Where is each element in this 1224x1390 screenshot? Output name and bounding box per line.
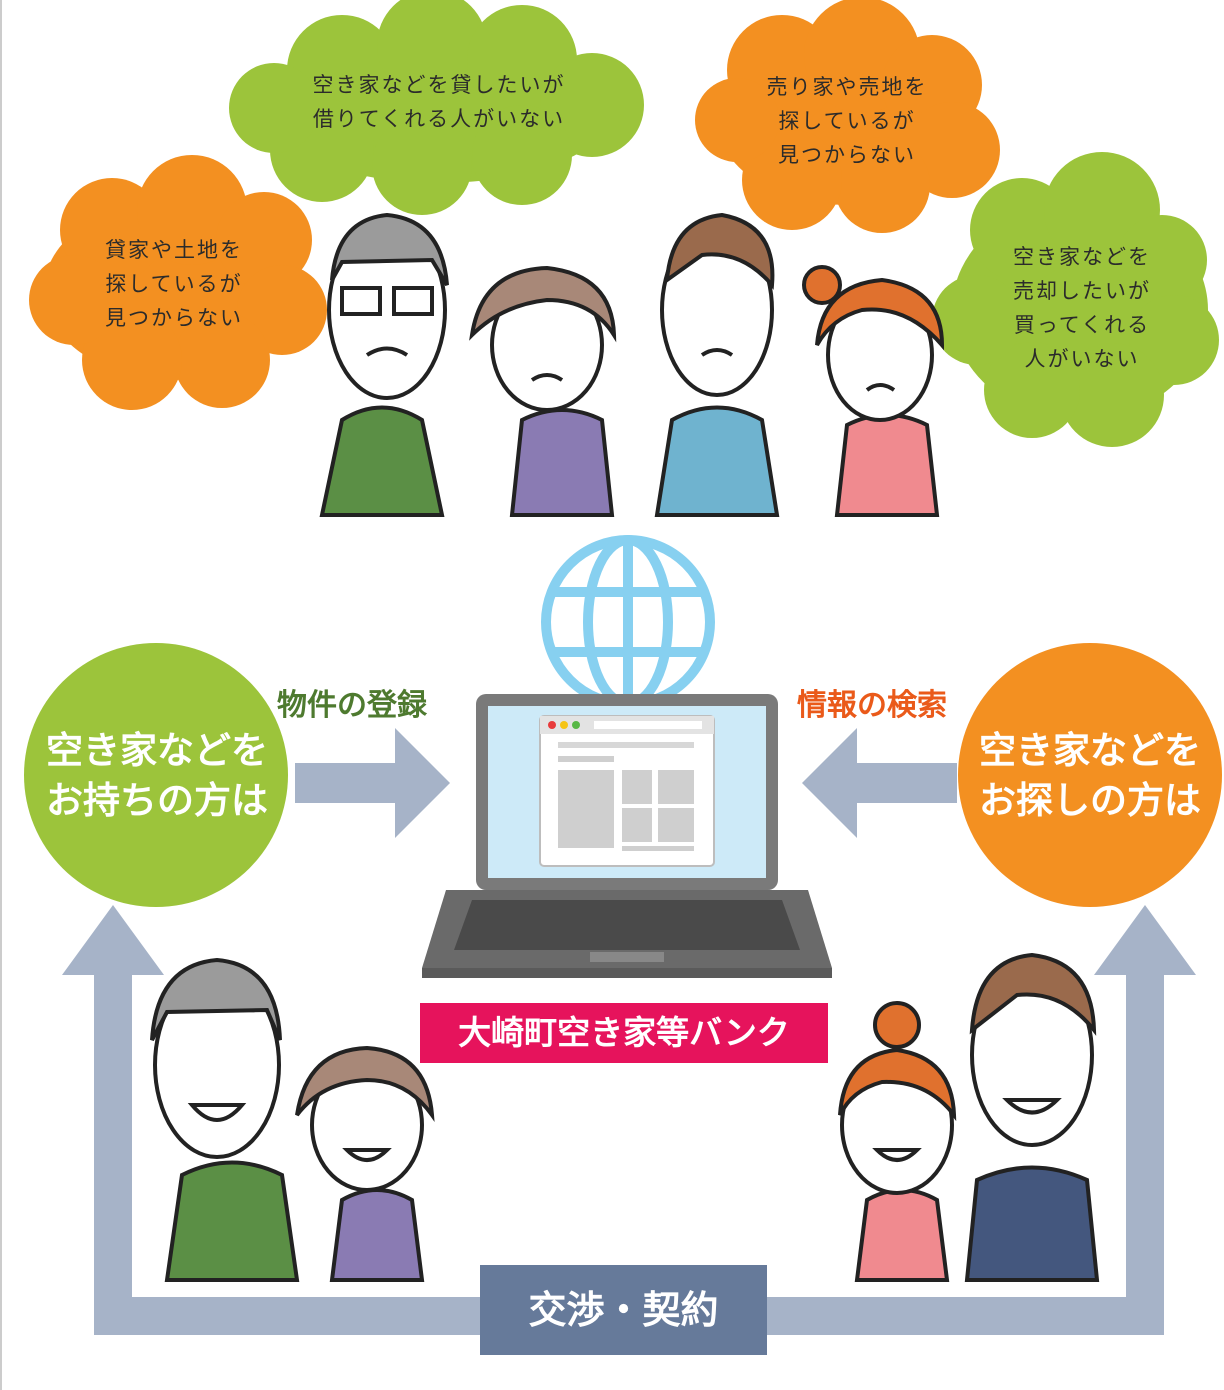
owner-circle	[24, 643, 288, 907]
worried-people-illustration	[319, 212, 945, 517]
cloud-line: 人がいない	[1024, 347, 1140, 371]
cloud-line: 空き家などを	[1013, 245, 1151, 269]
cloud-mid-left-shape	[29, 155, 327, 410]
cloud-line: 売却したいが	[1013, 279, 1151, 303]
register-arrow	[295, 728, 450, 838]
negotiation-label: 交渉・契約	[480, 1265, 767, 1355]
cloud-top-left-shape	[229, 0, 644, 215]
cloud-top-right-text: 売り家や売地を 探しているが 見つからない	[747, 70, 947, 172]
cloud-mid-right-text: 空き家などを 売却したいが 買ってくれる 人がいない	[982, 240, 1182, 376]
seeker-circle	[958, 643, 1222, 907]
cloud-line: 見つからない	[778, 143, 916, 167]
search-arrow	[802, 728, 957, 838]
owner-line-2: お持ちの方は	[46, 779, 268, 822]
cloud-line: 探しているが	[778, 109, 916, 133]
bank-name-label: 大崎町空き家等バンク	[420, 1003, 828, 1063]
cloud-line: 売り家や売地を	[766, 75, 928, 99]
seeker-line-1: 空き家などを	[979, 729, 1201, 772]
seeker-circle-text: 空き家などを お探しの方は	[965, 726, 1215, 826]
seeker-line-2: お探しの方は	[979, 779, 1201, 822]
cloud-line: 見つからない	[105, 306, 243, 330]
cloud-top-left-text: 空き家などを貸したいが 借りてくれる人がいない	[264, 68, 614, 136]
owner-line-1: 空き家などを	[46, 729, 268, 772]
happy-seekers-illustration	[838, 952, 1100, 1282]
cloud-mid-left-text: 貸家や土地を 探しているが 見つからない	[74, 233, 274, 335]
cloud-line: 借りてくれる人がいない	[312, 107, 566, 131]
cloud-line: 空き家などを貸したいが	[312, 73, 566, 97]
globe-icon	[541, 535, 715, 709]
cloud-line: 買ってくれる	[1013, 313, 1151, 337]
cloud-line: 貸家や土地を	[105, 238, 243, 262]
browser-window-icon	[539, 715, 715, 867]
happy-owners-illustration	[150, 957, 435, 1282]
cloud-top-right-shape	[695, 0, 1000, 233]
register-label: 物件の登録	[277, 688, 427, 723]
search-label: 情報の検索	[797, 688, 947, 723]
cloud-mid-right-shape	[932, 152, 1219, 447]
cloud-line: 探しているが	[105, 272, 243, 296]
owner-circle-text: 空き家などを お持ちの方は	[32, 726, 282, 826]
